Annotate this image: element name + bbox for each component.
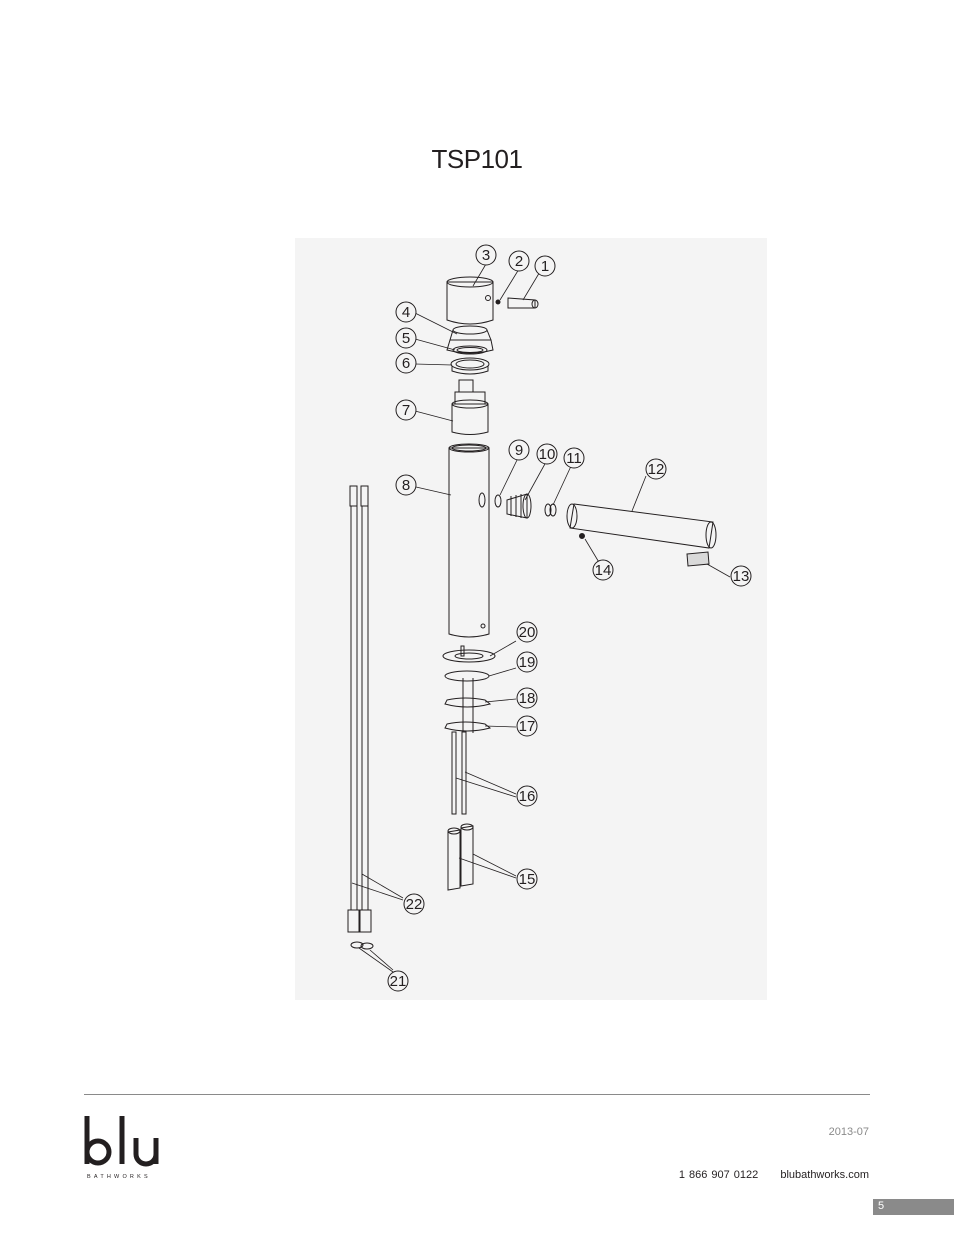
callout-label-15: 15: [519, 871, 536, 888]
blu-logo: [82, 1112, 172, 1184]
callout-label-7: 7: [402, 402, 410, 419]
callout-label-19: 19: [519, 654, 536, 671]
callout-circle-14: [592, 559, 614, 581]
callout-label-21: 21: [390, 973, 407, 990]
part-cartridge: [451, 379, 489, 435]
contact-info: 1 866 907 0122 blubathworks.com: [661, 1169, 869, 1181]
callout-circle-16: [516, 785, 538, 807]
callout-circle-22: [403, 893, 425, 915]
website-link[interactable]: blubathworks.com: [780, 1169, 869, 1181]
callout-circle-9: [508, 439, 530, 461]
callout-circle-7: [395, 399, 417, 421]
callout-circle-8: [395, 474, 417, 496]
callout-label-3: 3: [482, 247, 490, 264]
callout-label-9: 9: [515, 442, 523, 459]
part-mounting-nuts: [447, 823, 474, 891]
part-mounting-rods: [451, 731, 467, 815]
callout-circle-1: [534, 255, 556, 277]
callout-circle-4: [395, 301, 417, 323]
part-handle-cap: [446, 276, 494, 325]
callout-label-5: 5: [402, 330, 410, 347]
callout-circle-3: [475, 244, 497, 266]
page-title: TSP101: [431, 144, 523, 174]
part-diverter: [506, 493, 532, 519]
callout-label-20: 20: [519, 624, 536, 641]
callout-circle-20: [516, 621, 538, 643]
callout-label-13: 13: [733, 568, 750, 585]
callout-label-22: 22: [406, 896, 423, 913]
callout-label-1: 1: [541, 258, 549, 275]
part-o-ring: [494, 494, 502, 508]
callout-label-2: 2: [515, 253, 523, 270]
part-supply-hoses: [347, 485, 372, 933]
part-threaded-nut: [450, 357, 490, 375]
callout-label-16: 16: [519, 788, 536, 805]
callout-circle-5: [395, 327, 417, 349]
footer-divider: [84, 1094, 870, 1095]
callout-label-17: 17: [519, 718, 536, 735]
callout-label-14: 14: [595, 562, 612, 579]
part-set-screw: [495, 299, 501, 305]
callout-circle-2: [508, 250, 530, 272]
callout-circle-13: [730, 565, 752, 587]
part-spout-body: [448, 443, 490, 638]
callout-circle-11: [563, 447, 585, 469]
callout-circle-10: [536, 443, 558, 465]
part-handle-pin: [507, 297, 539, 309]
callout-circle-18: [516, 687, 538, 709]
callout-circle-21: [387, 970, 409, 992]
callout-label-8: 8: [402, 477, 410, 494]
part-ring: [452, 345, 488, 355]
part-gaskets: [350, 941, 374, 950]
callout-label-6: 6: [402, 355, 410, 372]
callout-circle-19: [516, 651, 538, 673]
phone-number: 1 866 907 0122: [678, 1169, 759, 1181]
callout-label-4: 4: [402, 304, 410, 321]
callout-circle-17: [516, 715, 538, 737]
callout-circle-12: [645, 458, 667, 480]
part-spout-arm: [566, 503, 717, 549]
callout-circle-15: [516, 868, 538, 890]
page-number-tab: 5: [873, 1199, 954, 1215]
leader-lines: [351, 263, 731, 973]
revision-date: 2013-07: [828, 1126, 869, 1138]
part-aerator: [686, 551, 710, 567]
part-mounting-hardware: [442, 645, 496, 733]
callout-label-10: 10: [539, 446, 556, 463]
logo-subtext: BATHWORKS: [87, 1174, 151, 1180]
callout-label-11: 11: [566, 450, 582, 467]
callout-label-18: 18: [519, 690, 536, 707]
part-washer: [544, 503, 552, 517]
callout-label-12: 12: [648, 461, 665, 478]
page-number: 5: [878, 1200, 885, 1212]
part-small-screw: [579, 533, 585, 539]
callout-circle-6: [395, 352, 417, 374]
